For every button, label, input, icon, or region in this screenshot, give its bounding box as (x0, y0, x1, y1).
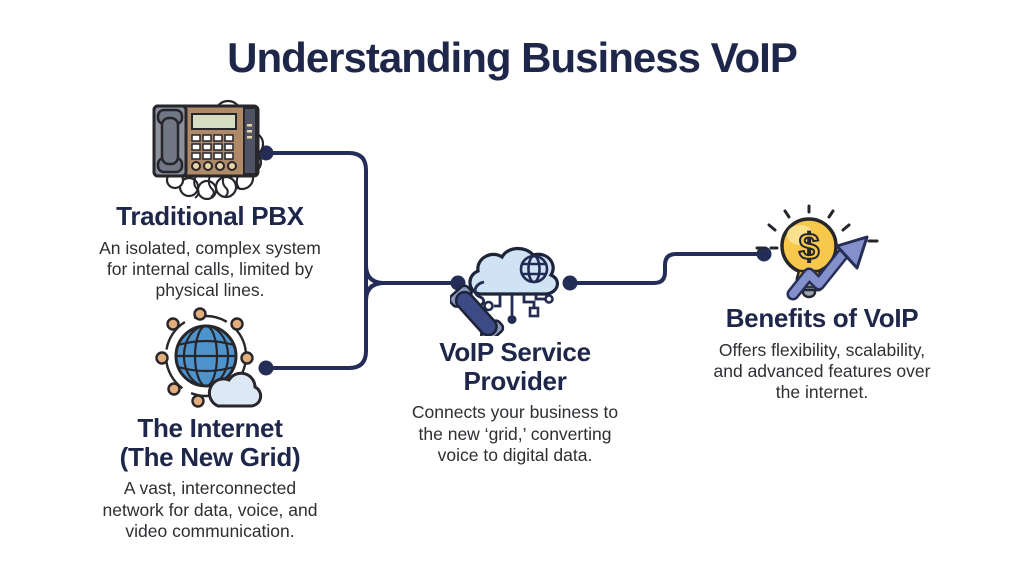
tangled-phone-icon (152, 99, 265, 200)
globe-network-icon (155, 307, 263, 408)
node-title: The Internet (The New Grid) (119, 413, 301, 472)
node-voip-service-provider: VoIP Service Provider Connects your busi… (385, 242, 645, 466)
node-internet-new-grid: The Internet (The New Grid) A vast, inte… (70, 304, 350, 542)
bulb-growth-arrow-icon: $ (755, 204, 879, 301)
svg-text:$: $ (799, 226, 820, 267)
connector-left-bracket (266, 151, 368, 370)
node-traditional-pbx: Traditional PBX An isolated, complex sys… (70, 94, 350, 302)
node-benefits-of-voip: $ Benefits of VoIP Offers flexibility, s… (677, 204, 967, 404)
node-description: Offers flexibility, scalability, and adv… (713, 339, 931, 403)
node-title: Traditional PBX (116, 201, 304, 231)
connector-dot (258, 360, 274, 376)
connector-right (570, 252, 764, 285)
node-title: VoIP Service Provider (439, 337, 591, 396)
node-description: Connects your business to the new ‘grid,… (411, 402, 619, 465)
connector-dot (562, 275, 578, 291)
node-description: An isolated, complex system for internal… (99, 237, 321, 301)
node-description: A vast, interconnected network for data,… (102, 478, 318, 541)
connector-dot (756, 246, 772, 262)
page-title: Understanding Business VoIP (227, 34, 798, 81)
cloud-phone-icon (450, 246, 560, 336)
node-title: Benefits of VoIP (725, 303, 919, 333)
connector-left-branch-bottom (364, 281, 385, 302)
